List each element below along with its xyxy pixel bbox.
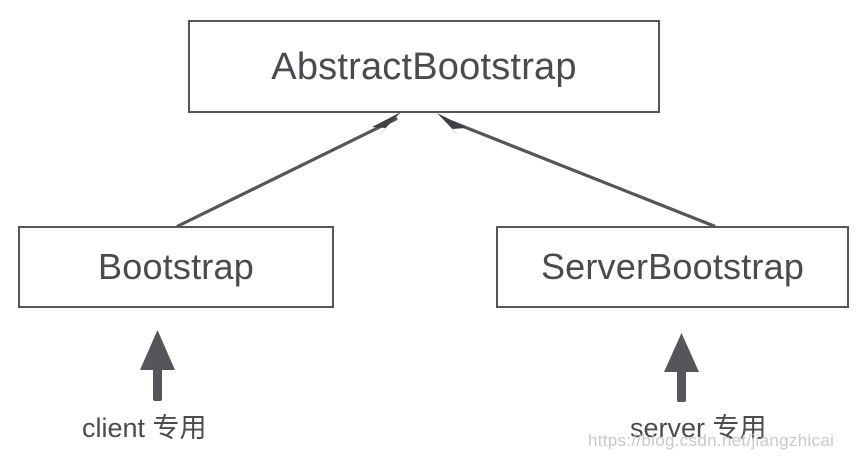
annotation-arrow-client <box>140 330 175 401</box>
annotation-label-client: client 专用 <box>82 413 207 443</box>
generalization-line-serverbootstrap <box>450 120 716 228</box>
generalization-arrowhead-serverbootstrap <box>437 113 467 137</box>
class-box-abstractbootstrap[interactable]: AbstractBootstrap <box>188 20 660 113</box>
watermark-text: https://blog.csdn.net/jiangzhicai <box>588 431 835 450</box>
annotation-arrow-server <box>664 333 699 402</box>
class-name-abstractbootstrap: AbstractBootstrap <box>271 45 577 88</box>
generalization-arrowhead-bootstrap <box>372 112 401 136</box>
generalization-line-bootstrap <box>176 117 398 228</box>
class-box-bootstrap[interactable]: Bootstrap <box>18 226 334 308</box>
annotation-label-server: server 专用 <box>630 413 767 443</box>
class-box-serverbootstrap[interactable]: ServerBootstrap <box>496 226 849 308</box>
class-name-bootstrap: Bootstrap <box>98 246 254 287</box>
class-name-serverbootstrap: ServerBootstrap <box>540 246 805 287</box>
